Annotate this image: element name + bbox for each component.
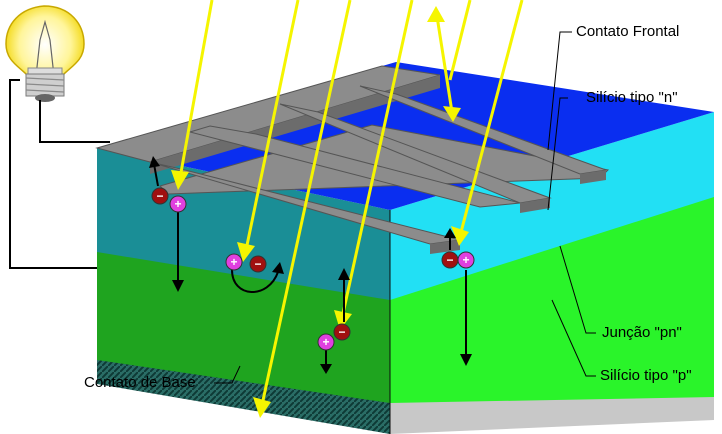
base-contact-label: Contato de Base (84, 374, 196, 391)
front-contact-label: Contato Frontal (576, 23, 680, 40)
electron-symbol: − (446, 253, 453, 267)
electron-symbol: − (338, 325, 345, 339)
light-bulb (5, 5, 85, 102)
hole-symbol: + (230, 255, 237, 269)
hole-symbol: + (322, 335, 329, 349)
charge-symbols: − + + − − + − + (156, 189, 469, 349)
electron-symbol: − (254, 257, 261, 271)
front-wire (39, 100, 110, 143)
n-silicon-label: Silício tipo "n" (586, 89, 678, 106)
carrier-arrows (153, 163, 467, 366)
pn-junction-label: Junção "pn" (602, 324, 682, 341)
electron-symbol: − (156, 189, 163, 203)
leader-lines (214, 31, 596, 384)
hole-symbol: + (174, 197, 181, 211)
n-silicon-right (390, 112, 714, 300)
light-rays (178, 0, 524, 406)
carrier-arrowheads (149, 156, 472, 374)
front-contact-grid (95, 65, 610, 254)
charge-carriers (151, 187, 475, 351)
hole-symbol: + (462, 253, 469, 267)
p-silicon-label: Silício tipo "p" (600, 367, 692, 384)
base-wire (9, 79, 108, 269)
